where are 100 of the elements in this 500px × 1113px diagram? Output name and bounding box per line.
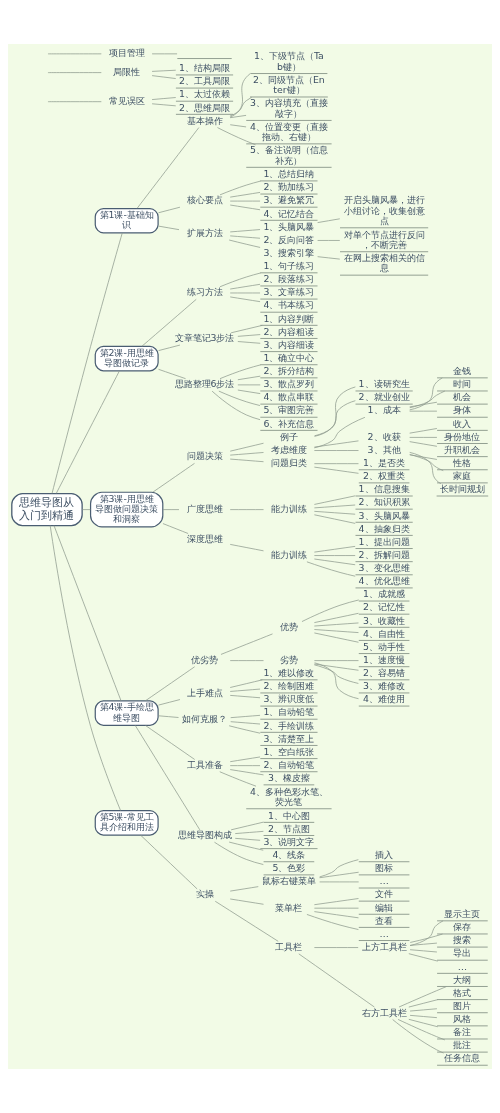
node-box: 思维导图从入门到精通 bbox=[11, 493, 83, 527]
node-text: 4、难使用 bbox=[363, 693, 406, 705]
node-text: 图标 bbox=[375, 862, 394, 874]
connector bbox=[397, 1019, 446, 1041]
connector bbox=[314, 907, 359, 909]
connector bbox=[314, 898, 359, 906]
connector bbox=[158, 715, 179, 718]
node-text: 格式 bbox=[453, 986, 472, 998]
connector bbox=[230, 325, 263, 334]
node-text: 1、是否类 bbox=[363, 457, 406, 468]
connector bbox=[314, 612, 359, 623]
connector bbox=[409, 454, 444, 472]
connector bbox=[319, 859, 359, 878]
node-text: 核心要点 bbox=[186, 194, 223, 206]
node-text: 2、拆解问题 bbox=[358, 548, 410, 560]
node-text: 4、线条 bbox=[272, 849, 306, 860]
connector bbox=[158, 368, 186, 380]
node-text: 显示主页 bbox=[444, 908, 481, 920]
node-text: 1、速度慢 bbox=[363, 653, 406, 665]
connector bbox=[314, 662, 359, 700]
connector bbox=[229, 96, 253, 117]
connector bbox=[314, 660, 359, 661]
node-text: 3、避免繁冗 bbox=[263, 194, 315, 206]
node-text: 1、下级节点（Tab键） bbox=[253, 50, 324, 72]
connector bbox=[229, 756, 261, 763]
node-text: 任务信息 bbox=[444, 1052, 481, 1064]
node-box: 第2课-用思维导图做记录 bbox=[94, 345, 159, 372]
connector bbox=[229, 695, 261, 699]
node-text: 思维导图构成 bbox=[177, 829, 232, 841]
node-text: 备注 bbox=[453, 1026, 472, 1038]
connector bbox=[230, 714, 261, 719]
connector bbox=[314, 510, 356, 515]
node-text: 4、散点串联 bbox=[263, 391, 315, 403]
connector bbox=[229, 509, 264, 510]
connector bbox=[306, 561, 356, 577]
node-text: 2、勤加练习 bbox=[263, 181, 315, 193]
node-text: 开启头脑风暴，进行小组讨论，收集创意点 bbox=[343, 194, 425, 227]
connector bbox=[47, 72, 102, 73]
node-text: 1、结构局限 bbox=[179, 62, 230, 74]
node-text: 3、散点罗列 bbox=[263, 378, 315, 390]
node-text: 上方工具栏 bbox=[361, 940, 407, 952]
connector bbox=[408, 953, 439, 962]
node-text: 升职机会 bbox=[444, 443, 481, 455]
connector bbox=[409, 377, 443, 411]
node-text: 4、优化思维 bbox=[358, 575, 410, 587]
connector bbox=[314, 629, 359, 633]
node-text: 右方工具栏 bbox=[361, 1006, 407, 1018]
connector bbox=[214, 900, 279, 942]
connector bbox=[314, 622, 359, 627]
connector bbox=[314, 495, 356, 505]
node-text: 保存 bbox=[453, 921, 472, 933]
connector bbox=[49, 525, 121, 811]
connector bbox=[211, 390, 261, 421]
node-text: 劣势 bbox=[279, 653, 298, 665]
connector bbox=[314, 504, 356, 509]
node-text: 机会 bbox=[453, 391, 472, 403]
connector bbox=[229, 769, 264, 776]
node-text: 2、绘制困难 bbox=[263, 680, 315, 692]
connector bbox=[136, 127, 200, 209]
node-text: 插入 bbox=[375, 849, 394, 860]
node-box: 第1课-基础知识 bbox=[94, 207, 159, 234]
connector bbox=[301, 599, 360, 622]
connector bbox=[47, 53, 102, 55]
connector bbox=[229, 458, 264, 463]
node-text: 导出 bbox=[453, 947, 472, 959]
node-text: 2、拆分结构 bbox=[263, 365, 315, 377]
connector bbox=[214, 841, 264, 865]
connector bbox=[314, 911, 359, 919]
node-text: 文章笔记3步法 bbox=[174, 332, 235, 344]
connector bbox=[53, 525, 122, 702]
connector bbox=[237, 341, 261, 344]
connector bbox=[398, 986, 447, 1008]
connector bbox=[409, 437, 438, 438]
node-text: 1、确立中心 bbox=[263, 351, 315, 363]
connector bbox=[230, 821, 264, 831]
connector bbox=[409, 410, 438, 412]
node-text: 1、成本 bbox=[367, 404, 401, 416]
node-text: 2、反向问答 bbox=[263, 233, 315, 245]
connector bbox=[218, 390, 261, 406]
node-text: 3、辨识度低 bbox=[263, 693, 315, 705]
node-text: 3、其他 bbox=[367, 443, 401, 455]
node-text: 金钱 bbox=[453, 365, 472, 377]
connector bbox=[306, 914, 359, 930]
connector bbox=[152, 463, 195, 493]
connector bbox=[317, 218, 341, 223]
node-text: 在网上搜索相关的信息 bbox=[343, 252, 425, 274]
node-text: 身份地位 bbox=[444, 430, 481, 442]
connector bbox=[151, 103, 177, 107]
connector bbox=[229, 200, 261, 202]
node-text: 对单个节点进行反问，不断完善 bbox=[343, 228, 425, 250]
node-text: 基本操作 bbox=[186, 114, 223, 126]
node-text: 3、清楚至上 bbox=[263, 732, 315, 744]
connector bbox=[314, 463, 359, 465]
connector bbox=[319, 871, 360, 879]
node-text: 深度思维 bbox=[186, 532, 223, 544]
node-text: 身体 bbox=[453, 404, 472, 416]
node-text: 4、抽象归类 bbox=[358, 522, 410, 534]
node-text: 1、难以修改 bbox=[263, 667, 315, 679]
connector bbox=[219, 771, 257, 787]
node-text: 图片 bbox=[453, 999, 472, 1011]
